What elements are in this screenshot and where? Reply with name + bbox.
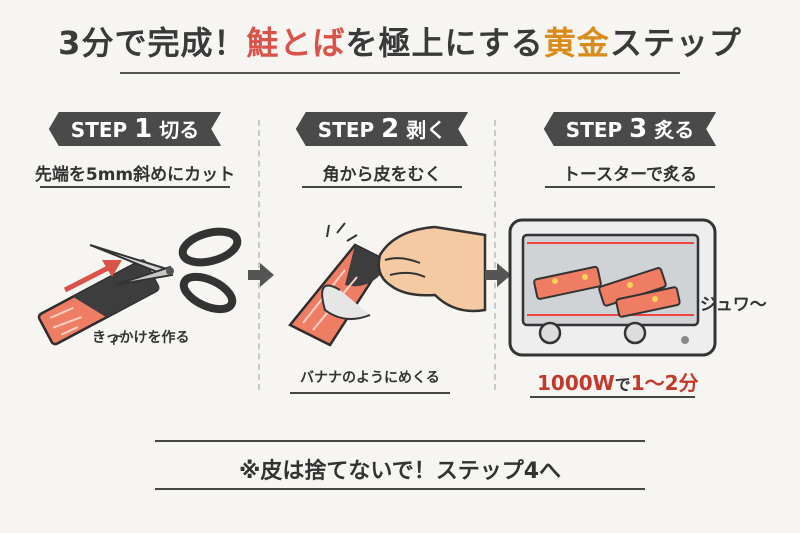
step-1-illustration <box>37 227 242 346</box>
step-2-banner: STEP 2 剥く <box>296 112 468 146</box>
step-number: 3 <box>629 114 648 144</box>
step-1-banner: STEP 1 切る <box>49 112 221 146</box>
title-part-3: を極上にする <box>345 24 544 62</box>
step-2-note: バナナのようにめくる <box>300 370 440 386</box>
subtitle-underline <box>302 186 462 188</box>
hand-icon <box>377 225 487 313</box>
step-label: STEP <box>70 118 128 142</box>
step-action: 剥く <box>406 118 447 142</box>
step-2-column: STEP 2 剥く 角から皮をむく <box>262 100 502 400</box>
red-arrow-icon <box>63 260 122 293</box>
title-part-2: 鮭とば <box>246 24 346 62</box>
watt-value: 1000W <box>537 371 615 395</box>
time-value: 1〜2分 <box>630 371 699 395</box>
peeled-skin-icon <box>321 284 371 320</box>
step-action: 切る <box>159 118 200 142</box>
column-divider <box>494 120 496 390</box>
step-1-note: きっかけを作る <box>92 330 190 346</box>
step-3-column: STEP 3 炙る トースターで炙る <box>510 100 750 400</box>
column-divider <box>258 120 260 390</box>
step-number: 2 <box>381 114 400 144</box>
watt-connector: で <box>614 375 631 394</box>
step-3-banner: STEP 3 炙る <box>544 112 716 146</box>
step-1-subtitle: 先端を5mm斜めにカット <box>34 165 236 185</box>
sizzle-sound-text: ジュワ〜 <box>700 295 767 315</box>
step-action: 炙る <box>654 118 695 142</box>
bottom-top-rule <box>155 440 645 442</box>
step-number: 1 <box>134 114 153 144</box>
arrow-right-icon <box>248 263 274 287</box>
title-part-1: 3分で完成！ <box>58 24 247 62</box>
step-1-column: STEP 1 切る 先端を5mm斜めにカット <box>15 100 255 400</box>
bottom-bottom-rule <box>155 488 645 490</box>
title-underline <box>120 72 680 74</box>
note-underline <box>290 392 450 394</box>
salmon-piece-icon <box>533 265 681 318</box>
scissors-icon <box>89 227 242 314</box>
page-title: 3分で完成！鮭とばを極上にする黄金ステップ <box>0 18 800 64</box>
toaster-oven-icon <box>508 218 717 357</box>
step-label: STEP <box>565 118 623 142</box>
toaster-oven-illustration <box>508 218 717 357</box>
title-part-4: 黄金 <box>543 24 610 62</box>
step-2-illustration <box>288 222 487 347</box>
step-2-subtitle: 角から皮をむく <box>322 165 442 185</box>
arrow-right-icon <box>485 263 511 287</box>
subtitle-underline <box>545 186 715 188</box>
step-3-subtitle: トースターで炙る <box>562 165 698 185</box>
step-3-note: 1000Wで1〜2分 <box>537 367 699 396</box>
step-label: STEP <box>317 118 375 142</box>
subtitle-underline <box>40 186 230 188</box>
title-part-5: ステップ <box>609 24 742 62</box>
note-underline <box>530 396 695 398</box>
bottom-text: ※皮は捨てないで！ステップ4へ <box>238 459 562 484</box>
